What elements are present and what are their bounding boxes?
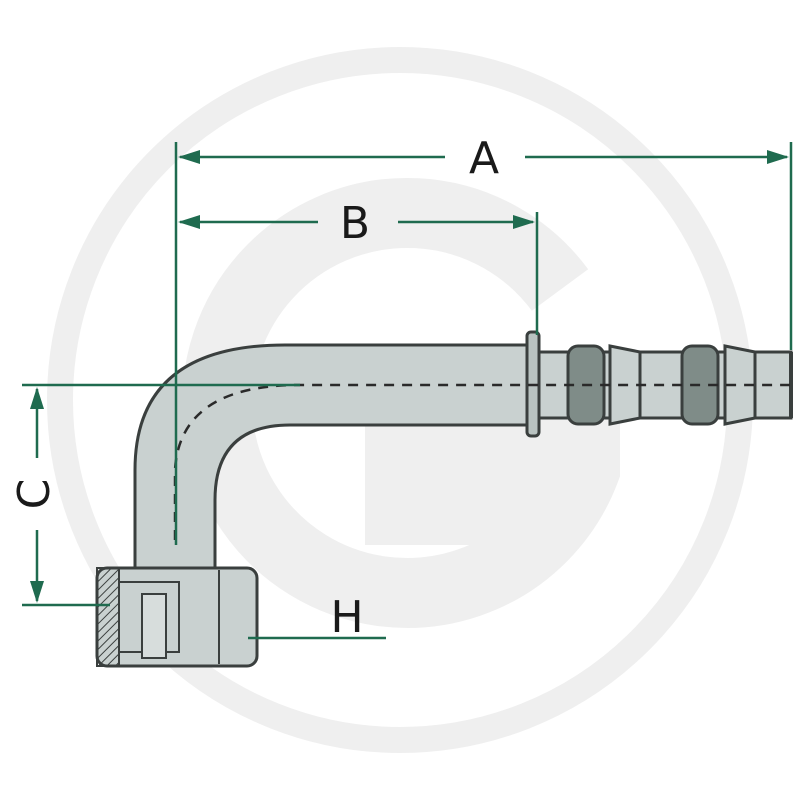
dimension-c-label: C — [9, 479, 60, 510]
dimension-a-arrow-right — [767, 150, 789, 164]
dimension-b-arrow-right — [513, 215, 535, 229]
dimension-c-arrow-bottom — [30, 581, 44, 603]
dimension-a-label: A — [469, 133, 499, 184]
dimensions — [22, 142, 793, 640]
elbow-fitting — [95, 330, 793, 668]
dimension-c-arrow-top — [30, 387, 44, 409]
nut-hatched-section — [96, 567, 120, 667]
tail-barb-2 — [723, 344, 757, 426]
nut-seat — [141, 593, 167, 659]
dimension-a-arrow-left — [178, 150, 200, 164]
hex-nut — [95, 566, 259, 668]
dimension-b-arrow-left — [178, 215, 200, 229]
dimension-b-label: B — [340, 198, 370, 249]
elbow-tube — [133, 343, 532, 577]
dimension-h-label: H — [330, 592, 363, 643]
